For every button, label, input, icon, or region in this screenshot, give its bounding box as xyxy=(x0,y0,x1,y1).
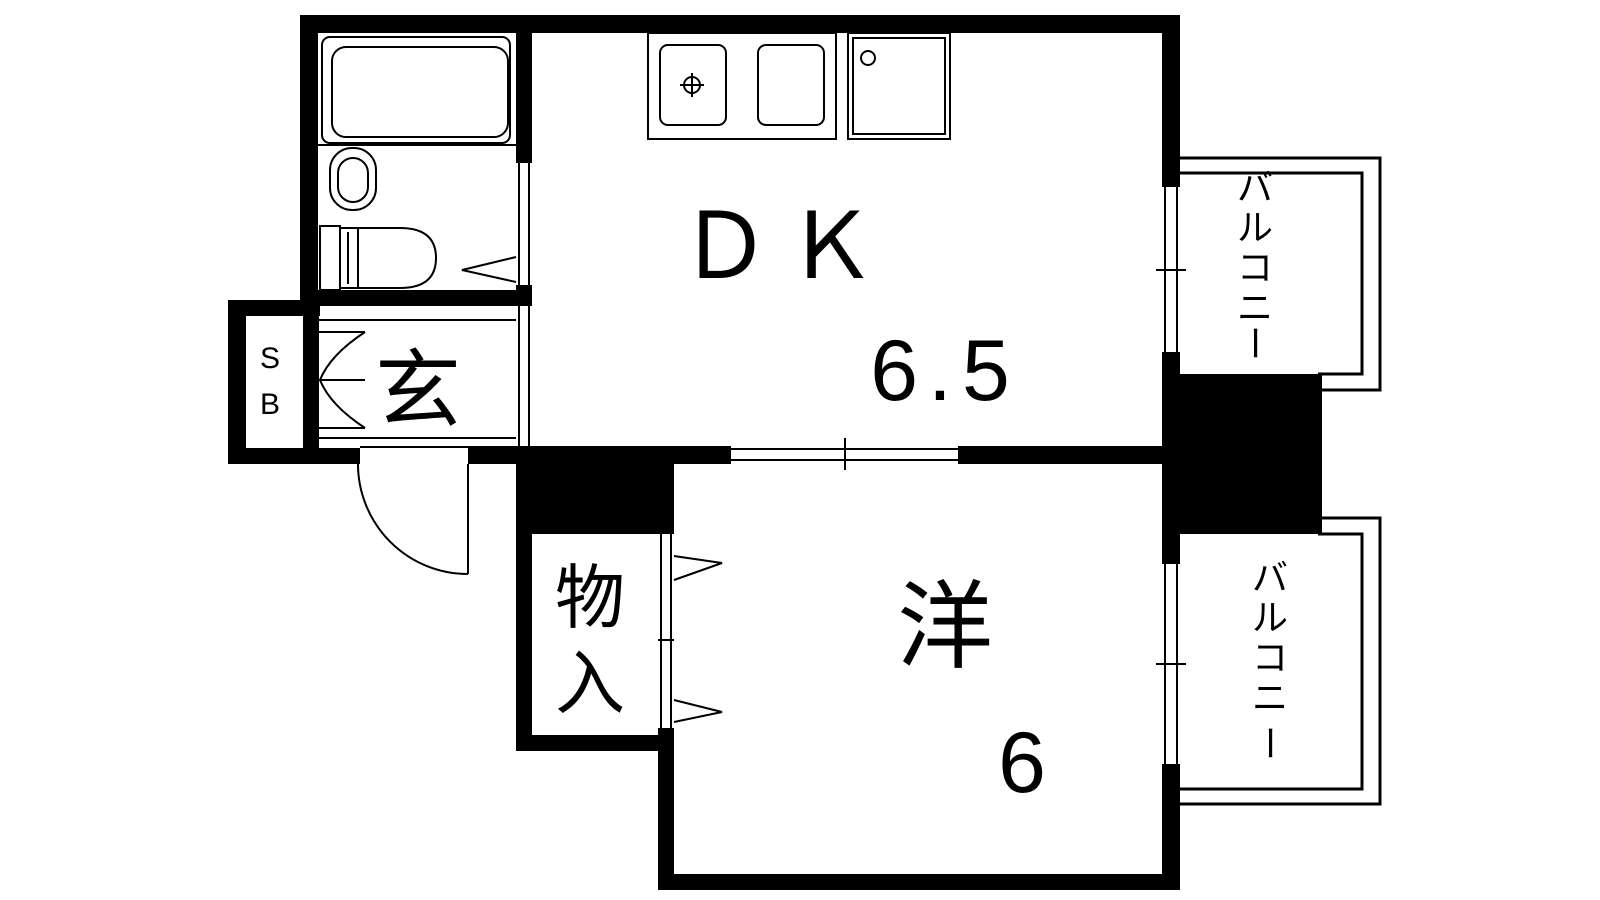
balcony-upper-char: バ xyxy=(1237,168,1273,209)
shoe-box-doors xyxy=(318,331,366,429)
western-room-size: 6 xyxy=(998,715,1046,811)
kitchen-counter xyxy=(647,32,951,140)
balcony-upper-char: ー xyxy=(1233,325,1274,361)
shoe-box-label-b: B xyxy=(260,388,280,421)
dk-room-name: ＤＫ xyxy=(679,196,891,298)
balcony-lower-char: バ xyxy=(1252,558,1288,599)
bath-door-swing xyxy=(461,256,517,283)
entrance-label: 玄 xyxy=(375,341,461,441)
balcony-lower-char: ニ xyxy=(1252,678,1288,719)
storage-label-bottom: 入 xyxy=(555,643,625,725)
balcony-lower-char: ー xyxy=(1248,725,1289,761)
balcony-lower xyxy=(1168,516,1382,806)
entrance-door xyxy=(357,463,469,575)
balcony-upper-char: コ xyxy=(1237,248,1273,289)
balcony-upper-char: ル xyxy=(1237,208,1273,249)
dk-room-size: 6.5 xyxy=(870,323,1020,419)
walls xyxy=(228,15,1322,890)
windows xyxy=(518,163,1186,764)
refrigerator-indicator-icon xyxy=(860,50,876,66)
western-room-name: 洋 xyxy=(897,571,993,683)
stove-burner-icon xyxy=(680,73,704,97)
bathtub xyxy=(318,36,516,146)
balcony-lower-label: バ ル コ ニ ー xyxy=(1248,558,1289,761)
storage-door-swings xyxy=(673,555,723,723)
storage-label-top: 物 xyxy=(555,557,625,639)
balcony-upper xyxy=(1168,156,1382,392)
shoe-box-label-s: S xyxy=(260,342,280,375)
balcony-lower-char: コ xyxy=(1252,638,1288,679)
balcony-upper-label: バ ル コ ニ ー xyxy=(1233,168,1274,361)
balcony-lower-char: ル xyxy=(1252,598,1288,639)
washbasin xyxy=(329,147,377,211)
balcony-upper-char: ニ xyxy=(1237,288,1273,329)
entrance-floor xyxy=(319,319,516,448)
toilet-icon xyxy=(319,225,438,291)
